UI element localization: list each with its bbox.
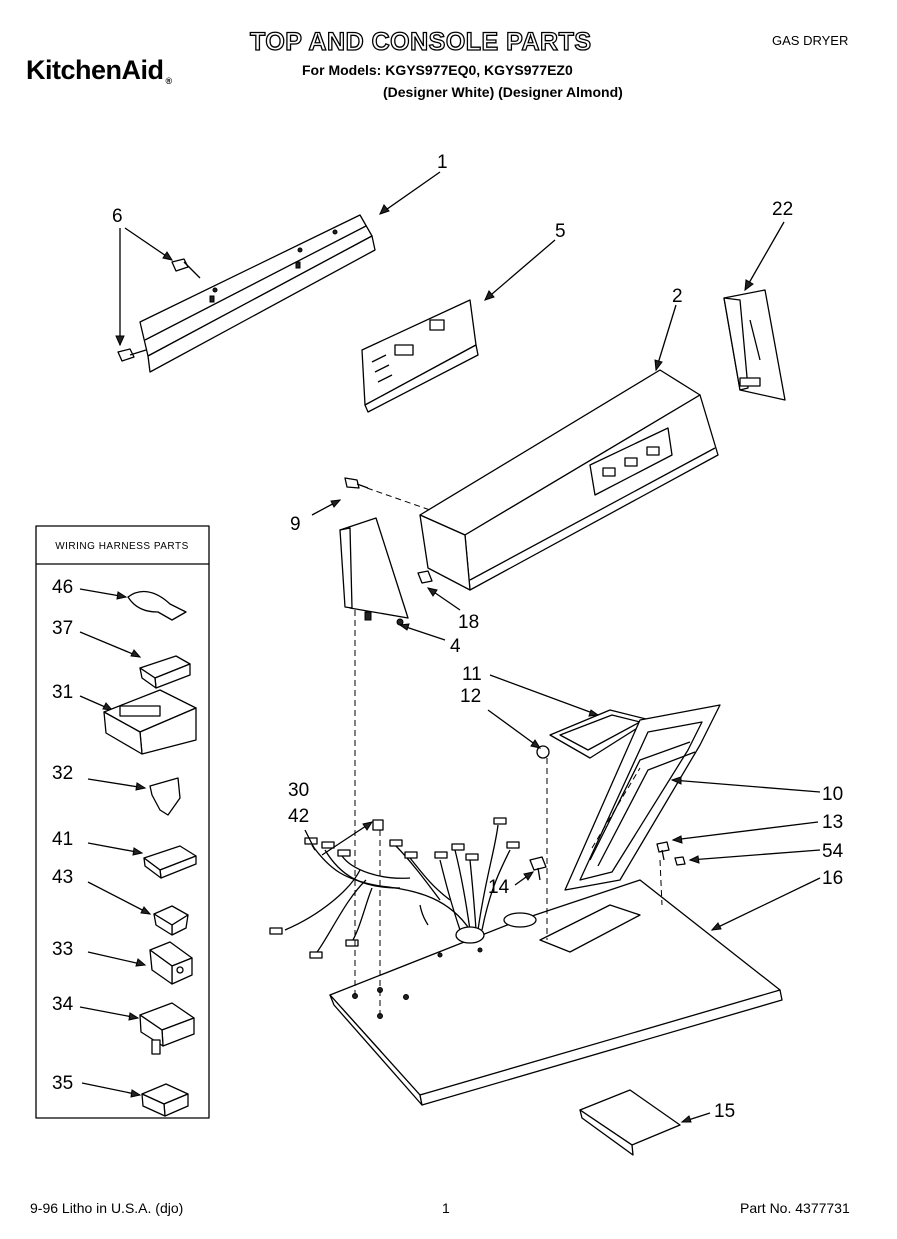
callout-2: 2: [672, 286, 683, 307]
part-6-screws: [117, 258, 201, 362]
part-18-screw: [417, 570, 433, 584]
callout-30: 30: [288, 780, 309, 801]
part-9-screw: [344, 477, 369, 489]
wiring-label-35: 35: [52, 1073, 73, 1094]
callout-5: 5: [555, 221, 566, 242]
wiring-part-31-icon: [103, 689, 197, 755]
models-line: For Models: KGYS977EQ0, KGYS977EZ0: [302, 62, 573, 78]
part-15-trim: [579, 1089, 681, 1156]
wiring-box-title: WIRING HARNESS PARTS: [55, 541, 189, 552]
wiring-harness-box: WIRING HARNESS PARTS 46 37 31 32 41 43 3…: [35, 525, 210, 1119]
part-22-endcap: [723, 289, 786, 401]
callout-14: 14: [488, 877, 510, 898]
part-5-control-board: [361, 299, 479, 413]
wiring-label-31: 31: [52, 682, 73, 703]
callout-15: 15: [714, 1101, 735, 1122]
part-2-console: [419, 369, 719, 591]
footer-litho: 9-96 Litho in U.S.A. (djo): [30, 1200, 184, 1216]
callout-13: 13: [822, 812, 843, 833]
part-16-top-panel: [329, 879, 783, 1106]
wiring-part-41-icon: [143, 845, 197, 879]
callout-11: 11: [462, 664, 482, 685]
part-1-bracket: [139, 214, 376, 373]
appliance-type: GAS DRYER: [772, 33, 849, 48]
wiring-label-46: 46: [52, 577, 73, 598]
callout-16: 16: [822, 868, 843, 889]
callout-12: 12: [460, 686, 481, 707]
wiring-part-35-icon: [141, 1083, 189, 1117]
wiring-part-43-icon: [153, 905, 189, 936]
footer-part-number: Part No. 4377731: [740, 1200, 850, 1216]
wiring-label-43: 43: [52, 867, 73, 888]
callout-1: 1: [437, 152, 448, 173]
wiring-part-37-icon: [139, 655, 191, 689]
brand-logo: KitchenAid®: [26, 55, 172, 86]
registered-mark: ®: [165, 76, 173, 86]
callout-labels: 1 6 5 22 2 9 18 4 11 12 10 13 54 16 30 4…: [112, 152, 844, 1122]
part-10-door: [564, 704, 721, 891]
callout-42: 42: [288, 806, 309, 827]
part-30-clip: [372, 819, 384, 831]
wiring-label-41: 41: [52, 829, 73, 850]
wiring-part-33-icon: [149, 941, 193, 985]
callout-54: 54: [822, 841, 844, 862]
part-12-clip: [536, 745, 550, 759]
wiring-part-34-icon: [139, 1002, 195, 1055]
callout-10: 10: [822, 784, 843, 805]
wiring-label-32: 32: [52, 763, 73, 784]
callout-18: 18: [458, 612, 479, 633]
part-4-endcap: [339, 517, 409, 626]
brand-name: KitchenAid: [26, 55, 164, 85]
variants-line: (Designer White) (Designer Almond): [383, 84, 623, 100]
callout-22: 22: [772, 199, 793, 220]
callout-9: 9: [290, 514, 301, 535]
part-54-screw: [674, 856, 686, 866]
leader-lines: [115, 171, 821, 1123]
callout-6: 6: [112, 206, 123, 227]
wiring-label-34: 34: [52, 994, 74, 1015]
page-title: TOP AND CONSOLE PARTS: [249, 27, 592, 56]
callout-4: 4: [450, 636, 461, 657]
wiring-label-33: 33: [52, 939, 73, 960]
wiring-part-46-icon: [127, 590, 187, 621]
wiring-part-32-icon: [149, 777, 181, 816]
part-14-screw: [529, 856, 547, 881]
wiring-label-37: 37: [52, 618, 73, 639]
part-13-screw: [656, 841, 670, 861]
footer-page-number: 1: [442, 1200, 450, 1216]
